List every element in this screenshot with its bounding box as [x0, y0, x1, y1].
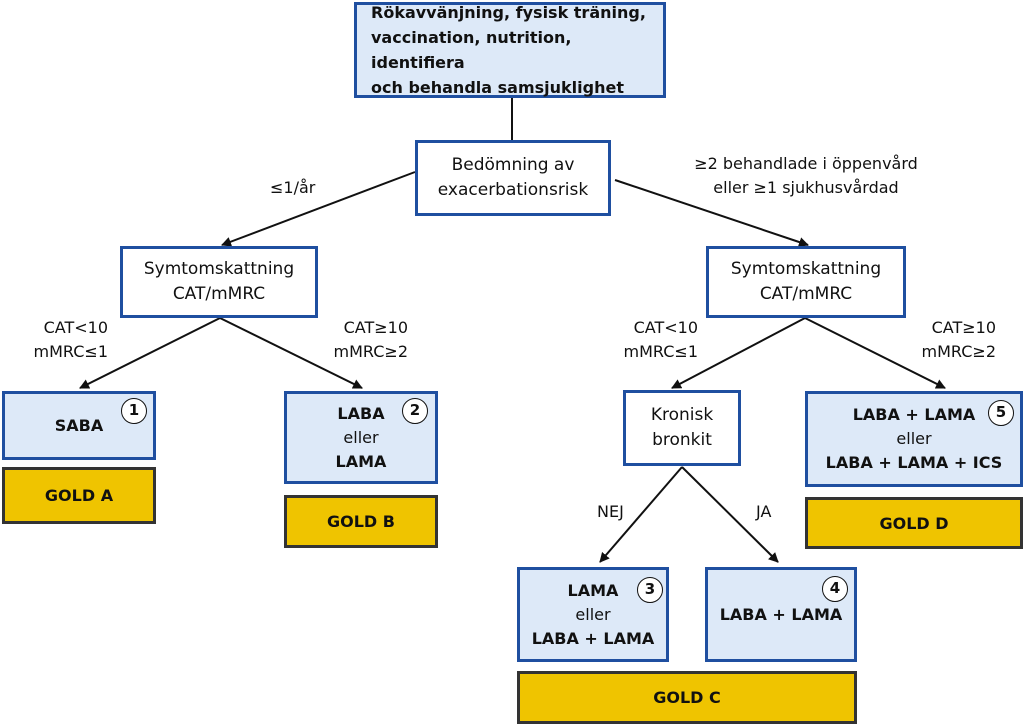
lifestyle-measures-box: Rökavvänjning, fysisk träning, vaccinati…	[354, 2, 666, 98]
symptom-left-high-cat: CAT≥10	[343, 318, 408, 337]
treatment-3-line-1: LAMA	[567, 580, 619, 600]
gold-a-box: GOLD A	[2, 467, 156, 524]
treatment-2-line-2: eller	[343, 427, 379, 447]
treatment-5-line-2: eller	[896, 429, 932, 448]
risk-line-2: exacerbationsrisk	[437, 180, 589, 200]
symptom-left-high-label: CAT≥10 mMRC≥2	[310, 316, 408, 364]
arrow-bronchitis-to-box3	[599, 466, 683, 563]
arrow-symptom-right-to-box5	[804, 317, 946, 389]
chronic-bronchitis-box: Kronisk bronkit	[623, 390, 741, 466]
treatment-2-line-1: LABA	[337, 403, 385, 423]
gold-a-label: GOLD A	[44, 486, 114, 505]
arrow-risk-to-symptom-left	[221, 171, 416, 247]
arrow-bronchitis-to-box4	[681, 466, 779, 563]
symptom-left-low-mmrc: mMRC≤1	[33, 342, 108, 361]
treatment-5-line-1: LABA + LAMA	[852, 405, 976, 424]
symptom-right-high-mmrc: mMRC≥2	[921, 342, 996, 361]
arrow-risk-to-symptom-right	[614, 179, 809, 247]
symptom-right-low-label: CAT<10 mMRC≤1	[600, 316, 698, 364]
treatment-2-line-3: LAMA	[335, 451, 387, 471]
step-badge-2: 2	[402, 398, 428, 424]
symptom-left-low-label: CAT<10 mMRC≤1	[10, 316, 108, 364]
symptom-left-high-mmrc: mMRC≥2	[333, 342, 408, 361]
gold-c-box: GOLD C	[517, 671, 857, 724]
bronchitis-yes-label: JA	[756, 502, 772, 521]
treatment-box-5: LABA + LAMA eller LABA + LAMA + ICS	[805, 391, 1023, 487]
treatment-3-line-2: eller	[575, 604, 611, 624]
exacerbation-risk-box: Bedömning av exacerbationsrisk	[415, 140, 611, 216]
lifestyle-line-2: vaccination, nutrition, identifiera	[371, 28, 572, 72]
lifestyle-line-3: och behandla samsjuklighet	[371, 78, 624, 97]
bronchitis-no-label: NEJ	[597, 502, 624, 521]
step-badge-5: 5	[988, 400, 1014, 426]
low-risk-label: ≤1/år	[270, 178, 316, 197]
symptom-assessment-right-box: Symtomskattning CAT/mMRC	[706, 246, 906, 318]
gold-d-box: GOLD D	[805, 497, 1023, 549]
step-badge-3: 3	[637, 577, 663, 603]
arrow-symptom-right-to-bronchitis	[671, 317, 806, 389]
symptom-right-high-cat: CAT≥10	[931, 318, 996, 337]
risk-line-1: Bedömning av	[451, 155, 575, 175]
symptom-left-line-2: CAT/mMRC	[172, 284, 266, 304]
step-badge-1: 1	[121, 398, 147, 424]
treatment-1-text: SABA	[54, 415, 104, 435]
bronchitis-line-1: Kronisk	[650, 405, 714, 425]
high-risk-label-line-1: ≥2 behandlade i öppenvård	[694, 154, 918, 173]
lifestyle-line-1: Rökavvänjning, fysisk träning,	[371, 3, 646, 22]
treatment-4-text: LABA + LAMA	[719, 604, 843, 624]
symptom-left-low-cat: CAT<10	[43, 318, 108, 337]
symptom-right-low-mmrc: mMRC≤1	[623, 342, 698, 361]
treatment-5-line-3: LABA + LAMA + ICS	[825, 453, 1003, 472]
bronchitis-line-2: bronkit	[652, 430, 712, 450]
gold-b-label: GOLD B	[327, 512, 395, 531]
treatment-3-line-3: LABA + LAMA	[531, 628, 655, 648]
high-risk-label-line-2: eller ≥1 sjukhusvårdad	[713, 178, 899, 197]
symptom-left-line-1: Symtomskattning	[143, 259, 295, 279]
high-risk-label: ≥2 behandlade i öppenvård eller ≥1 sjukh…	[672, 152, 940, 200]
symptom-right-low-cat: CAT<10	[633, 318, 698, 337]
gold-c-label: GOLD C	[653, 688, 721, 707]
treatment-box-4: LABA + LAMA	[705, 567, 857, 662]
gold-d-label: GOLD D	[879, 513, 949, 533]
gold-b-box: GOLD B	[284, 495, 438, 548]
step-badge-4: 4	[822, 576, 848, 602]
arrow-symptom-left-to-box2	[219, 317, 363, 389]
symptom-right-high-label: CAT≥10 mMRC≥2	[898, 316, 996, 364]
symptom-right-line-1: Symtomskattning	[730, 259, 882, 279]
arrow-symptom-left-to-box1	[79, 317, 221, 389]
symptom-assessment-left-box: Symtomskattning CAT/mMRC	[120, 246, 318, 318]
symptom-right-line-2: CAT/mMRC	[759, 284, 853, 304]
